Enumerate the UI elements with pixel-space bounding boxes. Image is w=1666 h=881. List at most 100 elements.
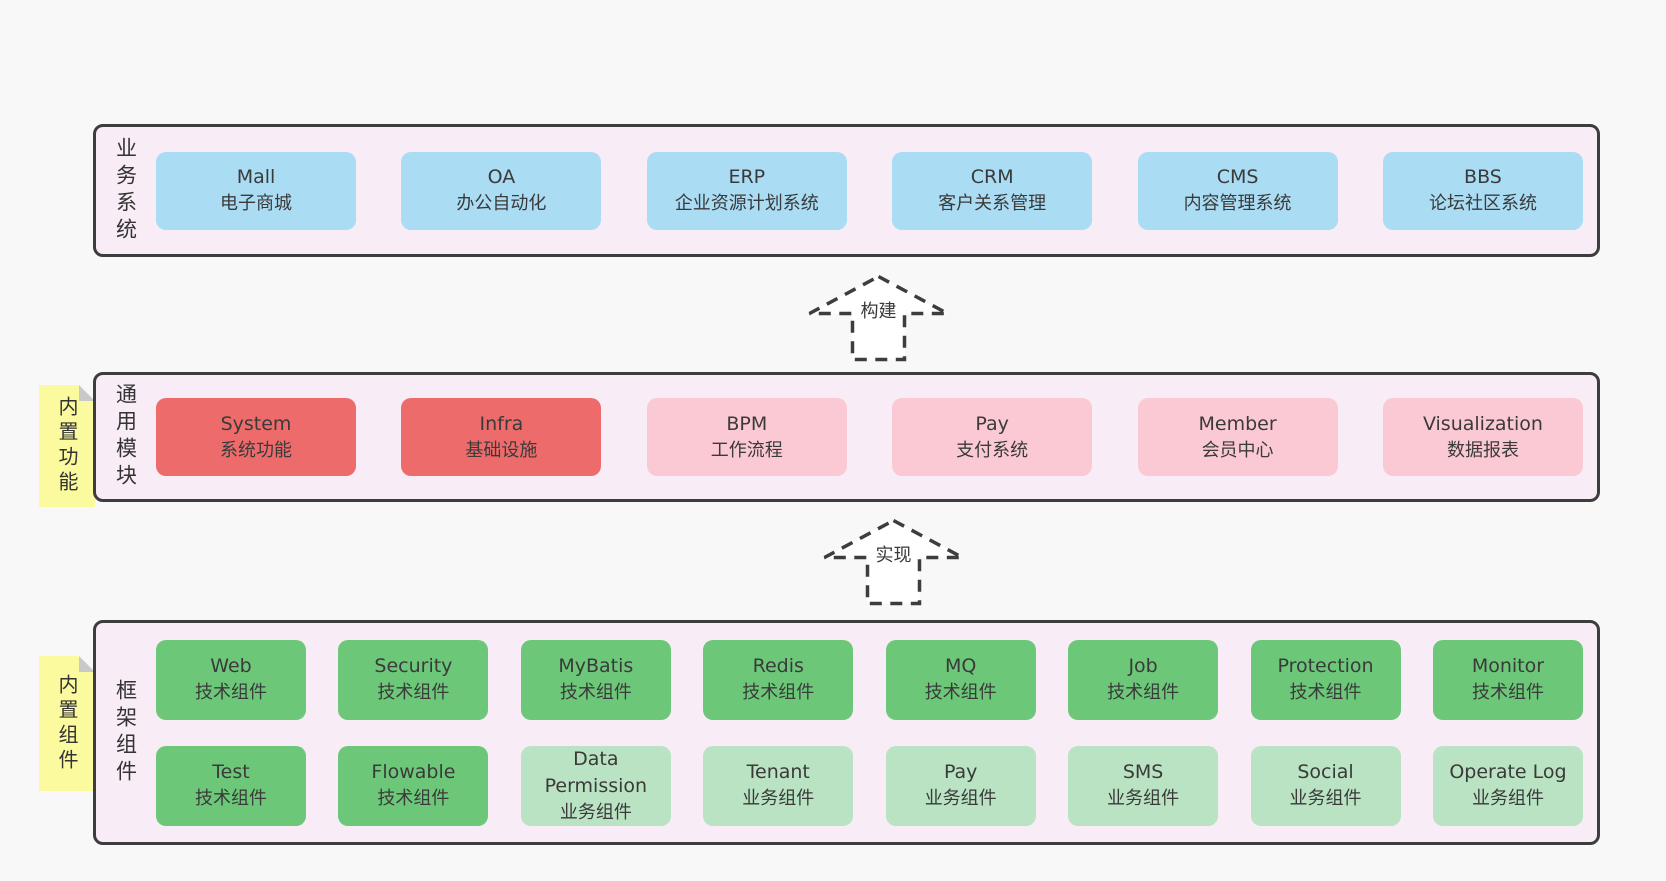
box-web: Web 技术组件 (156, 639, 306, 720)
box-pay-biz-subtitle: 业务组件 (924, 788, 997, 810)
panel-common-modules: 通用模块 System 系统功能 Infra 基础设施 BPM 工作流程 Pay… (93, 372, 1600, 502)
box-visualization-subtitle: 数据报表 (1446, 439, 1519, 461)
box-erp: ERP 企业资源计划系统 (646, 151, 847, 230)
panel-business-label-text: 业务系统 (113, 136, 138, 245)
box-cms: CMS 内容管理系统 (1137, 151, 1338, 230)
build-arrow-label: 构建 (857, 296, 900, 324)
box-mybatis: MyBatis 技术组件 (520, 639, 671, 720)
box-mall-subtitle: 电子商城 (220, 193, 292, 215)
box-visualization: Visualization 数据报表 (1382, 398, 1583, 476)
box-security-title: Security (374, 655, 453, 678)
box-oa-title: OA (487, 166, 516, 189)
business-boxes-row: Mall 电子商城 OA 办公自动化 ERP 企业资源计划系统 CRM 客户关系… (154, 127, 1597, 254)
panel-business-label: 业务系统 (96, 127, 154, 254)
box-social: Social 业务组件 (1250, 745, 1401, 826)
box-mall-title: Mall (236, 166, 276, 189)
box-data-permission: Data Permission 业务组件 (520, 745, 671, 826)
box-oa-subtitle: 办公自动化 (456, 193, 547, 215)
build-arrow: 构建 (807, 274, 950, 362)
box-crm: CRM 客户关系管理 (892, 151, 1093, 230)
box-test-subtitle: 技术组件 (195, 788, 267, 810)
panel-framework-label: 框架组件 (96, 623, 154, 842)
box-flowable: Flowable 技术组件 (338, 745, 489, 826)
box-sms-title: SMS (1122, 761, 1164, 784)
box-pay-system-title: Pay (975, 412, 1009, 435)
box-cms-subtitle: 内容管理系统 (1183, 193, 1292, 215)
box-job-subtitle: 技术组件 (1107, 682, 1180, 704)
box-pay-biz: Pay 业务组件 (885, 745, 1036, 826)
framework-row-2: Test 技术组件 Flowable 技术组件 Data Permission … (154, 745, 1597, 826)
sticky-builtin-components-text: 内置组件 (55, 673, 79, 774)
box-bbs-subtitle: 论坛社区系统 (1428, 193, 1537, 215)
box-bbs-title: BBS (1464, 166, 1502, 189)
box-bpm-subtitle: 工作流程 (710, 439, 783, 461)
box-cms-title: CMS (1216, 166, 1259, 189)
box-mall: Mall 电子商城 (156, 151, 356, 230)
box-infra-title: Infra (479, 412, 524, 435)
box-crm-title: CRM (970, 166, 1014, 189)
box-job-title: Job (1128, 655, 1158, 678)
box-pay-biz-title: Pay (943, 761, 978, 784)
box-flowable-title: Flowable (371, 761, 456, 784)
sticky-builtin-features-text: 内置功能 (55, 396, 79, 496)
box-protection-title: Protection (1277, 655, 1374, 678)
box-web-title: Web (210, 655, 252, 678)
box-bbs: BBS 论坛社区系统 (1382, 151, 1583, 230)
box-infra-subtitle: 基础设施 (465, 439, 538, 461)
box-erp-title: ERP (728, 166, 766, 189)
sticky-note-builtin-features: 内置功能 (39, 385, 95, 507)
box-redis: Redis 技术组件 (703, 639, 854, 720)
box-redis-subtitle: 技术组件 (742, 682, 815, 704)
box-system: System 系统功能 (156, 398, 356, 476)
box-data-permission-title: Data Permission (544, 747, 648, 797)
box-pay-system-subtitle: 支付系统 (956, 439, 1029, 461)
box-job: Job 技术组件 (1068, 639, 1219, 720)
box-bpm-title: BPM (726, 412, 768, 435)
box-system-title: System (220, 412, 292, 435)
box-mybatis-subtitle: 技术组件 (559, 682, 632, 704)
box-crm-subtitle: 客户关系管理 (938, 193, 1047, 215)
panel-framework-components: 框架组件 Web 技术组件 Security 技术组件 MyBatis 技术组件… (93, 620, 1600, 845)
box-operate-log-subtitle: 业务组件 (1471, 788, 1544, 810)
box-security-subtitle: 技术组件 (377, 682, 450, 704)
box-test: Test 技术组件 (156, 745, 306, 826)
panel-modules-label-text: 通用模块 (113, 383, 138, 491)
box-security: Security 技术组件 (338, 639, 489, 720)
panel-framework-label-text: 框架组件 (113, 678, 138, 787)
box-mq-subtitle: 技术组件 (924, 682, 997, 704)
box-mq-title: MQ (945, 655, 977, 678)
box-monitor-subtitle: 技术组件 (1471, 682, 1544, 704)
box-system-subtitle: 系统功能 (220, 439, 292, 461)
framework-row-1: Web 技术组件 Security 技术组件 MyBatis 技术组件 Redi… (154, 639, 1597, 720)
box-test-title: Test (212, 761, 250, 784)
box-data-permission-subtitle: 业务组件 (559, 801, 632, 823)
box-mq: MQ 技术组件 (885, 639, 1036, 720)
box-member-subtitle: 会员中心 (1201, 439, 1274, 461)
box-web-subtitle: 技术组件 (195, 682, 267, 704)
panel-business-systems: 业务系统 Mall 电子商城 OA 办公自动化 ERP 企业资源计划系统 CRM… (93, 124, 1600, 257)
panel-modules-label: 通用模块 (96, 375, 154, 499)
box-protection-subtitle: 技术组件 (1289, 682, 1362, 704)
modules-boxes-row: System 系统功能 Infra 基础设施 BPM 工作流程 Pay 支付系统… (154, 375, 1597, 499)
box-tenant-subtitle: 业务组件 (742, 788, 815, 810)
box-social-subtitle: 业务组件 (1289, 788, 1362, 810)
box-monitor: Monitor 技术组件 (1432, 639, 1583, 720)
framework-rows: Web 技术组件 Security 技术组件 MyBatis 技术组件 Redi… (154, 623, 1597, 842)
box-erp-subtitle: 企业资源计划系统 (674, 193, 819, 215)
implement-arrow-label: 实现 (872, 540, 915, 568)
box-sms-subtitle: 业务组件 (1107, 788, 1180, 810)
box-social-title: Social (1297, 761, 1354, 784)
box-visualization-title: Visualization (1422, 412, 1543, 435)
box-tenant: Tenant 业务组件 (703, 745, 854, 826)
box-mybatis-title: MyBatis (558, 655, 634, 678)
box-monitor-title: Monitor (1471, 655, 1545, 678)
box-sms: SMS 业务组件 (1068, 745, 1219, 826)
box-tenant-title: Tenant (746, 761, 810, 784)
sticky-note-builtin-components: 内置组件 (39, 656, 95, 791)
implement-arrow: 实现 (822, 518, 965, 606)
box-infra: Infra 基础设施 (401, 398, 602, 476)
box-oa: OA 办公自动化 (401, 151, 602, 230)
box-bpm: BPM 工作流程 (646, 398, 847, 476)
box-operate-log-title: Operate Log (1449, 761, 1567, 784)
